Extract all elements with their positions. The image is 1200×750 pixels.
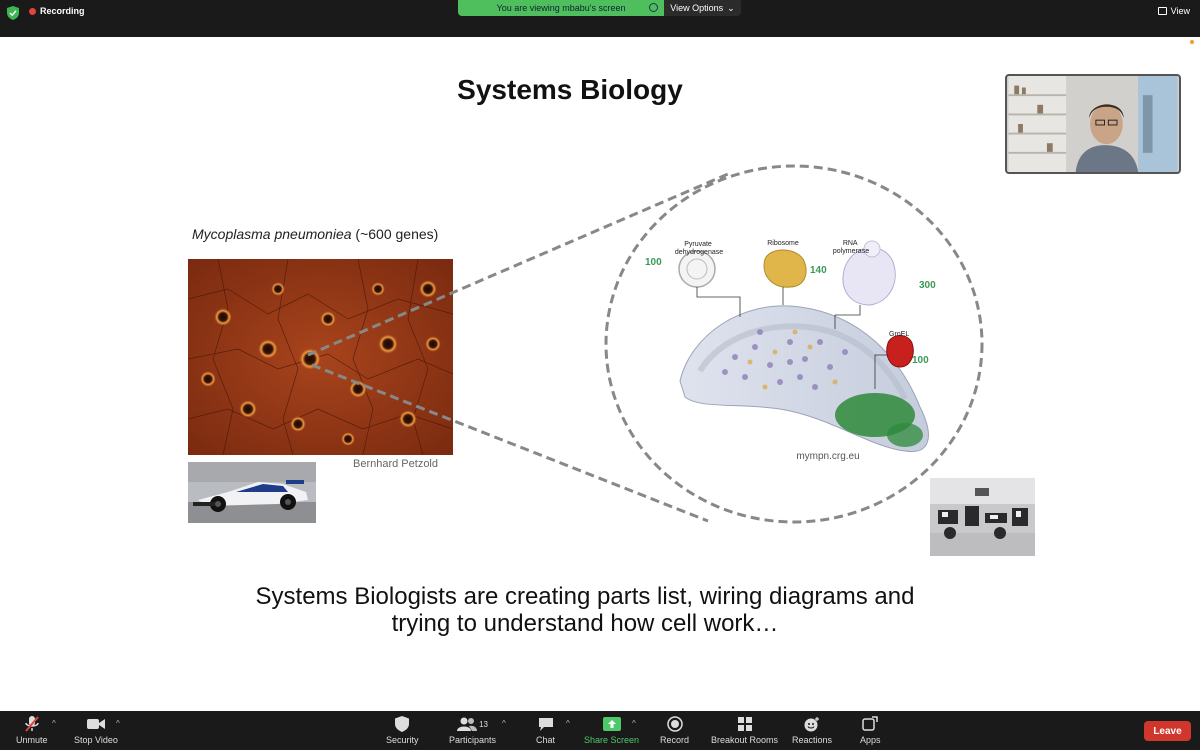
zoom-line-top (307, 172, 729, 357)
species-name: Mycoplasma pneumoniea (192, 226, 352, 242)
breakout-rooms-icon (737, 715, 753, 733)
slide-caption: Systems Biologists are creating parts li… (0, 583, 1170, 637)
species-heading: Mycoplasma pneumoniea (~600 genes) (192, 226, 438, 242)
species-genes: (~600 genes) (351, 226, 439, 242)
shield-icon[interactable] (7, 6, 19, 20)
apps-icon (862, 715, 878, 733)
ribosome-label: Ribosome (767, 240, 799, 247)
groel-model (886, 335, 914, 368)
audio-options-caret-icon[interactable]: ^ (52, 719, 56, 728)
participants-label: Participants (449, 735, 497, 745)
participants-button[interactable]: 13 Participants (449, 715, 496, 745)
record-button[interactable]: Record (660, 715, 689, 745)
pyruvate-label-line1: Pyruvate (684, 241, 712, 248)
security-button[interactable]: Security (386, 715, 419, 745)
viewing-banner-text: You are viewing mbabu's screen (496, 3, 626, 13)
smiley-icon (803, 715, 821, 733)
participants-options-caret-icon[interactable]: ^ (502, 719, 506, 728)
status-dot-icon (1190, 40, 1194, 44)
ribosome-model (763, 249, 807, 288)
recording-dot-icon (29, 7, 36, 15)
view-button[interactable]: View (1157, 6, 1190, 16)
pyruvate-dehydrogenase-model (678, 250, 716, 288)
chat-label: Chat (536, 735, 556, 745)
website-label: mympn.crg.eu (796, 451, 859, 462)
reactions-button[interactable]: Reactions (792, 715, 832, 745)
zoom-illustration: Pyruvate dehydrogenase Ribosome RNA poly… (307, 164, 984, 524)
top-bar: Recording You are viewing mbabu's screen… (0, 0, 1200, 37)
circle-icon (649, 3, 658, 12)
unmute-button[interactable]: Unmute (16, 715, 48, 745)
reactions-label: Reactions (792, 735, 833, 745)
breakout-rooms-button[interactable]: Breakout Rooms (711, 715, 778, 745)
pyruvate-label: Pyruvate dehydrogenase (675, 241, 723, 256)
groel-count: 100 (912, 355, 929, 366)
leave-button[interactable]: Leave (1144, 721, 1191, 741)
rna-polymerase-label-line1: RNA (843, 240, 858, 247)
share-screen-label: Share Screen (584, 735, 640, 745)
ribosome-count: 140 (810, 265, 827, 276)
recording-label: Recording (40, 6, 85, 16)
car-parts-workshop-image (930, 478, 1035, 556)
participant-count: 13 (479, 719, 488, 729)
participants-icon: 13 (457, 715, 488, 733)
zoom-line-bottom (311, 363, 709, 523)
video-options-caret-icon[interactable]: ^ (116, 719, 120, 728)
apps-label: Apps (860, 735, 881, 745)
slide-title: Systems Biology (457, 74, 683, 105)
view-options-label: View Options (670, 3, 724, 13)
muted-mic-icon (24, 715, 40, 733)
share-options-caret-icon[interactable]: ^ (632, 719, 636, 728)
stop-video-button[interactable]: Stop Video (74, 715, 118, 745)
chat-bubble-icon (538, 715, 554, 733)
chevron-down-icon: ⌄ (727, 2, 735, 13)
rna-polymerase-label: RNA polymerase (833, 240, 869, 255)
caption-line-1: Systems Biologists are creating parts li… (255, 583, 915, 610)
recording-indicator[interactable]: Recording (29, 6, 85, 16)
stop-video-label: Stop Video (74, 735, 118, 745)
shield-icon (395, 715, 410, 733)
participant-video-tile[interactable] (1005, 74, 1181, 174)
shared-screen: Systems Biology Mycoplasma pneumoniea (~… (0, 37, 1200, 711)
meeting-toolbar: Unmute ^ Stop Video ^ Security (0, 711, 1200, 750)
video-camera-icon (86, 715, 106, 733)
share-screen-button[interactable]: Share Screen (584, 715, 639, 745)
unmute-label: Unmute (16, 735, 48, 745)
leave-label: Leave (1153, 725, 1182, 737)
view-options-button[interactable]: View Options ⌄ (664, 0, 741, 16)
share-screen-icon (602, 715, 621, 733)
viewing-banner: You are viewing mbabu's screen (458, 0, 664, 16)
apps-button[interactable]: Apps (860, 715, 881, 745)
microscope-image (188, 259, 453, 455)
record-label: Record (660, 735, 690, 745)
rna-polymerase-label-line2: polymerase (833, 248, 869, 255)
pyruvate-label-line2: dehydrogenase (675, 249, 723, 256)
chat-options-caret-icon[interactable]: ^ (566, 719, 570, 728)
record-icon (666, 715, 683, 733)
groel-label: GroEL (889, 331, 909, 338)
pyruvate-count: 100 (645, 257, 662, 268)
breakout-rooms-label: Breakout Rooms (711, 735, 779, 745)
rna-polymerase-count: 300 (919, 280, 936, 291)
image-credit: Bernhard Petzold (353, 458, 438, 470)
grid-view-icon (1157, 7, 1167, 15)
chat-button[interactable]: Chat (536, 715, 555, 745)
caption-line-2: trying to understand how cell work… (391, 610, 779, 637)
view-label: View (1170, 6, 1190, 16)
security-label: Security (386, 735, 419, 745)
race-car-image (188, 462, 316, 523)
